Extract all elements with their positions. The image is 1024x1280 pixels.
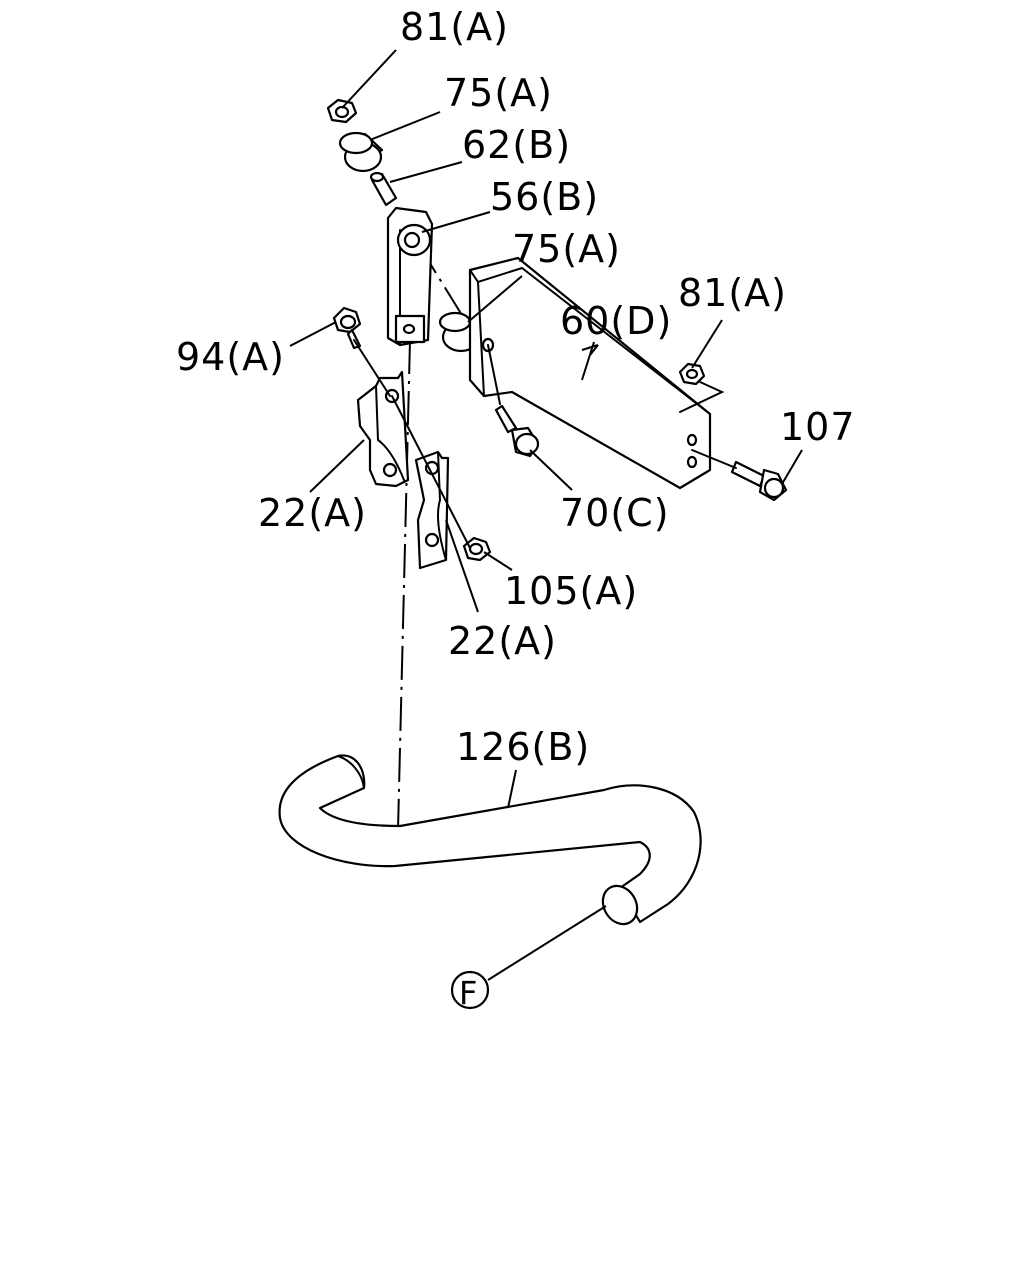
reference-marker-f: F — [450, 970, 490, 1012]
callout-70c: 70(C) — [560, 491, 670, 535]
callout-f: F — [459, 974, 478, 1012]
clamp-22a-right — [414, 450, 450, 570]
nut-105a — [462, 536, 492, 562]
assembly-lines — [353, 339, 737, 549]
callout-75a-mid: 75(A) — [512, 227, 621, 271]
bolt-107 — [730, 460, 788, 502]
callout-22a-bottom: 22(A) — [448, 619, 557, 663]
sleeve-62b — [369, 171, 398, 207]
callout-94a: 94(A) — [176, 335, 285, 379]
callout-105a: 105(A) — [504, 569, 638, 613]
callout-126b: 126(B) — [456, 725, 590, 769]
callout-60d: 60(D) — [560, 299, 672, 343]
callout-62b: 62(B) — [462, 123, 571, 167]
bracket-60d — [468, 256, 712, 490]
link-56b — [386, 206, 434, 347]
stabilizer-bar-126b — [278, 754, 702, 926]
bolt-70c — [494, 404, 540, 458]
callout-22a-left: 22(A) — [258, 491, 367, 535]
center-axis-line — [397, 339, 411, 831]
callout-56b: 56(B) — [490, 175, 599, 219]
clamp-22a-left — [356, 370, 410, 488]
callout-75a-top: 75(A) — [444, 71, 553, 115]
leader-lines — [289, 49, 803, 981]
callout-107: 107 — [780, 405, 856, 449]
callout-81a-top: 81(A) — [400, 5, 509, 49]
nut-81a-right — [678, 362, 725, 413]
bushing-75a-top — [338, 131, 384, 173]
nut-81a-top — [326, 98, 358, 124]
callout-81a-right: 81(A) — [678, 271, 787, 315]
